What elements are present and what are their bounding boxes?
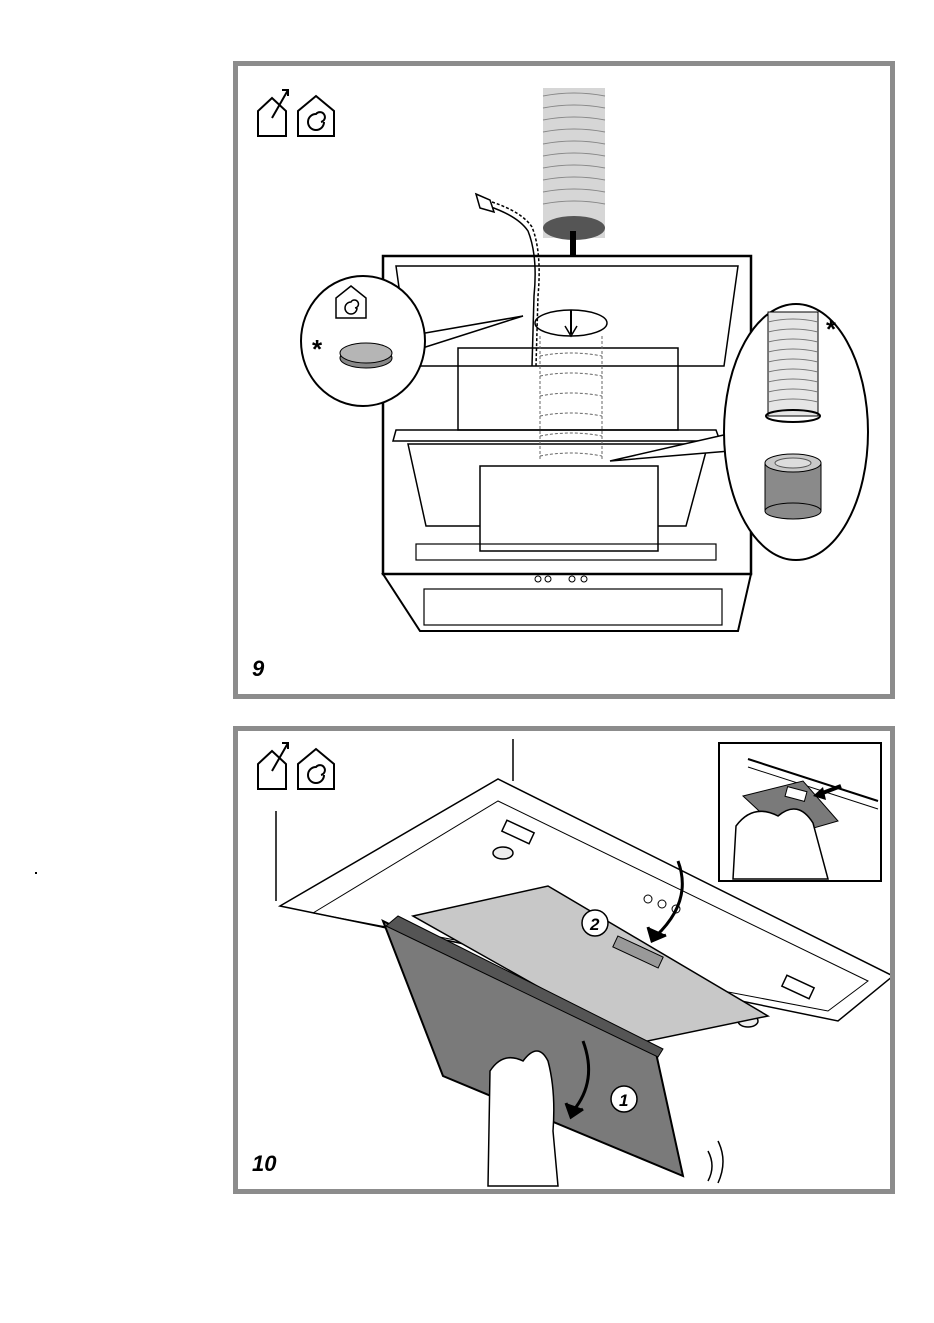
ducted-extraction-icon [258,90,288,136]
motion-lines [708,1141,723,1183]
svg-text:2: 2 [589,915,600,934]
internal-duct-outline [540,336,602,461]
stray-mark [35,872,37,874]
carbon-filter-callout: * [301,276,523,406]
recirculation-icon [298,749,334,789]
step-marker-2: 2 [582,910,608,936]
flexible-duct-with-clamp [766,312,820,422]
illustration-panel-step-9: * * [233,61,895,699]
hand [488,1051,558,1186]
recirculation-icon [298,96,334,136]
flexible-duct [543,88,605,255]
control-buttons [535,576,587,582]
ducted-extraction-icon [258,743,288,789]
filter-panel-removal-diagram: 1 2 [238,731,890,1189]
step-number: 10 [252,1151,276,1177]
optional-marker: * [312,334,323,364]
step-marker-1: 1 [611,1086,637,1112]
hood-installation-diagram: * * [238,66,890,694]
latch-detail-inset [719,743,881,881]
illustration-panel-step-10: 1 2 10 [233,726,895,1194]
power-cable [476,194,539,366]
optional-marker: * [826,314,837,344]
wall-corner [276,739,513,901]
step-number: 9 [252,656,264,682]
duct-adapter [765,454,821,519]
svg-text:1: 1 [619,1091,628,1110]
